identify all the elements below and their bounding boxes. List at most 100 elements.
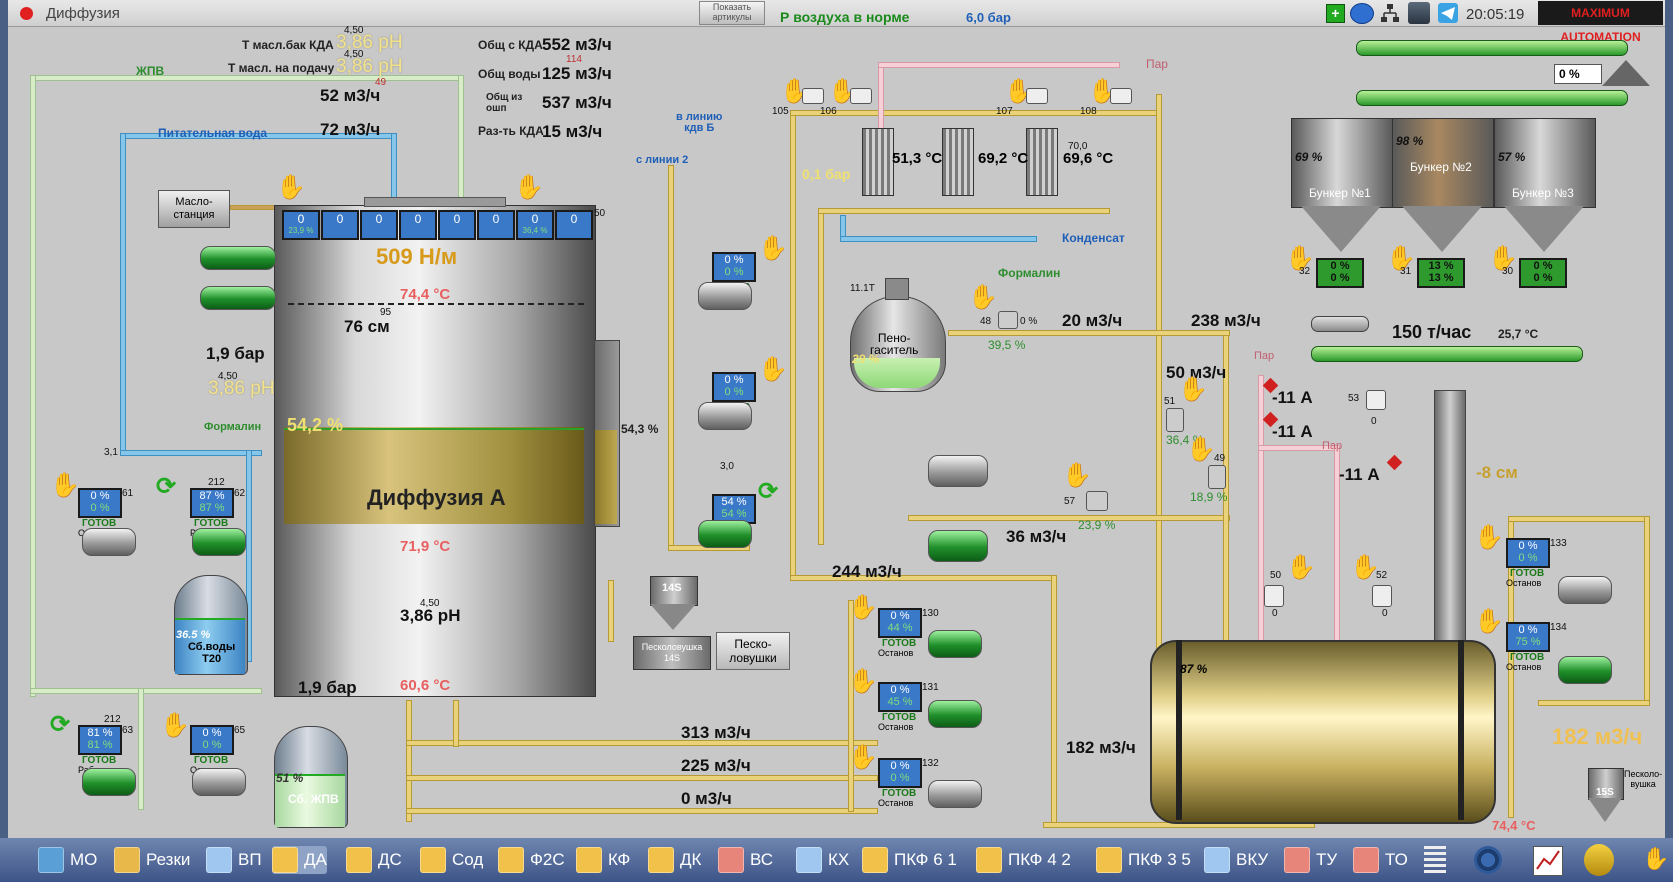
bunker-gate[interactable]: 0 %0 %	[1519, 258, 1567, 288]
taskbar-item[interactable]: ПКФ 4 2	[976, 846, 1071, 874]
bunker[interactable]	[1392, 118, 1494, 208]
pump-motor[interactable]	[698, 282, 752, 310]
manual-mode-icon[interactable]: ✋	[848, 744, 878, 771]
pump-motor[interactable]	[698, 520, 752, 548]
valve-53[interactable]	[1366, 390, 1386, 410]
gearbox-motor[interactable]	[200, 246, 276, 270]
manual-mode-icon[interactable]: ✋	[848, 668, 878, 695]
main-tank[interactable]	[1150, 640, 1496, 824]
taskbar-item[interactable]: ДК	[648, 846, 701, 874]
pump-panel[interactable]: 0 %0 %	[712, 372, 756, 402]
sand-trap-15s[interactable]	[1588, 768, 1624, 800]
add-icon[interactable]: +	[1326, 4, 1345, 23]
taskbar-item[interactable]: ВКУ	[1204, 846, 1268, 874]
bunker-gate[interactable]: 0 %0 %	[1316, 258, 1364, 288]
sand-trap-14s[interactable]	[650, 576, 698, 606]
pump-panel[interactable]: 0 %0 %	[190, 725, 234, 755]
mid-conveyor[interactable]	[1356, 90, 1628, 106]
trend-icon[interactable]	[1533, 846, 1563, 876]
heat-exchanger[interactable]	[1026, 128, 1058, 196]
running-icon[interactable]: ⟳	[50, 711, 71, 738]
manual-mode-icon[interactable]: ✋	[1488, 245, 1518, 272]
pump-panel[interactable]: 0 %44 %	[878, 608, 922, 638]
small-conveyor[interactable]	[1311, 316, 1369, 332]
taskbar-item[interactable]: МО	[38, 846, 97, 874]
manual-mode-icon[interactable]: ✋	[968, 284, 998, 311]
pump-motor[interactable]	[82, 768, 136, 796]
bottom-conveyor[interactable]	[1311, 346, 1583, 362]
hex-valve[interactable]	[850, 88, 872, 104]
pump-panel[interactable]: 0 %0 %	[712, 252, 756, 282]
bunker-gate[interactable]: 13 %13 %	[1417, 258, 1465, 288]
top-cell[interactable]: 0	[438, 210, 476, 240]
manual-mode-icon[interactable]: ✋	[1186, 436, 1216, 463]
hand-icon[interactable]: ✋	[1642, 846, 1670, 871]
pump-panel[interactable]: 81 %81 %	[78, 725, 122, 755]
top-cell[interactable]: 0	[321, 210, 359, 240]
taskbar-item[interactable]: ДС	[346, 846, 402, 874]
pump-motor[interactable]	[192, 528, 246, 556]
manual-mode-icon[interactable]: ✋	[848, 594, 878, 621]
valve-50[interactable]	[1264, 585, 1284, 607]
top-cell[interactable]: 0	[360, 210, 398, 240]
manual-mode-icon[interactable]: ✋	[758, 235, 788, 262]
settings-icon[interactable]	[1474, 846, 1502, 874]
close-icon[interactable]	[20, 7, 33, 20]
manual-mode-icon[interactable]: ✋	[514, 174, 544, 201]
taskbar-item[interactable]: ВП	[206, 846, 262, 874]
pump-motor[interactable]	[928, 700, 982, 728]
pump-panel[interactable]: 0 %45 %	[878, 682, 922, 712]
operator-icon[interactable]	[1408, 2, 1430, 24]
taskbar-item[interactable]: Сод	[420, 846, 483, 874]
running-icon[interactable]: ⟳	[156, 473, 177, 500]
manual-mode-icon[interactable]: ✋	[1386, 245, 1416, 272]
top-cell[interactable]: 0	[399, 210, 437, 240]
taskbar-item[interactable]: ДА	[272, 846, 327, 874]
pump-motor[interactable]	[928, 530, 988, 562]
show-articles-button[interactable]: Показать артикулы	[699, 1, 765, 25]
valve-57[interactable]	[1086, 491, 1108, 511]
oil-station[interactable]: Масло- станция	[158, 190, 230, 228]
pump-motor[interactable]	[928, 455, 988, 487]
manual-mode-icon[interactable]: ✋	[1286, 554, 1316, 581]
top-cell[interactable]: 0	[477, 210, 515, 240]
taskbar-item[interactable]: Ф2С	[498, 846, 565, 874]
taskbar-item[interactable]: ПКФ 3 5	[1096, 846, 1191, 874]
valve-49[interactable]	[1208, 465, 1226, 489]
pump-motor[interactable]	[928, 630, 982, 658]
manual-mode-icon[interactable]: ✋	[1062, 462, 1092, 489]
menu-icon[interactable]	[1424, 846, 1446, 874]
taskbar-item[interactable]: КФ	[576, 846, 630, 874]
hex-valve[interactable]	[1110, 88, 1132, 104]
pump-motor[interactable]	[82, 528, 136, 556]
pump-motor[interactable]	[1558, 656, 1612, 684]
manual-mode-icon[interactable]: ✋	[1474, 608, 1504, 635]
valve-52[interactable]	[1372, 585, 1392, 607]
chat-icon[interactable]	[1350, 3, 1374, 24]
taskbar-item[interactable]: Резки	[114, 846, 190, 874]
taskbar-item[interactable]: КХ	[796, 846, 849, 874]
maintenance-icon[interactable]	[1584, 844, 1614, 876]
running-icon[interactable]: ⟳	[758, 478, 779, 505]
pump-panel[interactable]: 0 %0 %	[878, 758, 922, 788]
pump-motor[interactable]	[928, 780, 982, 808]
manual-mode-icon[interactable]: ✋	[50, 472, 80, 499]
network-icon[interactable]	[1380, 3, 1400, 23]
bunker[interactable]	[1494, 118, 1596, 208]
pump-panel[interactable]: 0 %0 %	[1506, 538, 1550, 568]
top-conveyor[interactable]	[1356, 40, 1628, 56]
pump-motor[interactable]	[698, 402, 752, 430]
manual-mode-icon[interactable]: ✋	[1285, 245, 1315, 272]
pump-motor[interactable]	[192, 768, 246, 796]
manual-mode-icon[interactable]: ✋	[1178, 376, 1208, 403]
manual-mode-icon[interactable]: ✋	[160, 712, 190, 739]
taskbar-item[interactable]: ТУ	[1284, 846, 1337, 874]
pump-panel[interactable]: 87 %87 %	[190, 488, 234, 518]
sand-traps-button[interactable]: Песко- ловушки	[716, 632, 790, 670]
top-cell[interactable]: 0	[555, 210, 593, 240]
hex-valve[interactable]	[1026, 88, 1048, 104]
manual-mode-icon[interactable]: ✋	[276, 174, 306, 201]
valve-51[interactable]	[1166, 408, 1184, 432]
